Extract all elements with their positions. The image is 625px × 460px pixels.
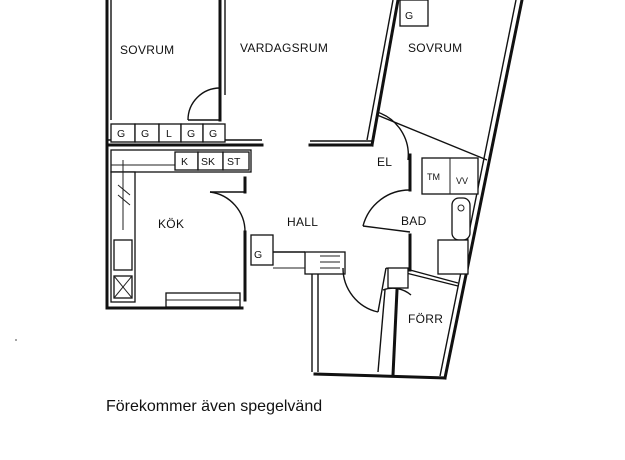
wardrobe-label: L	[166, 128, 172, 140]
wardrobe-row: G G L G G	[110, 123, 226, 143]
room-label-bad: BAD	[401, 214, 427, 228]
bedroom-wardrobe: G	[399, 0, 429, 27]
room-label-sovrum-left: SOVRUM	[120, 43, 174, 57]
room-label-vardagsrum: VARDAGSRUM	[240, 41, 328, 55]
bath-unit-label: TM	[427, 172, 440, 182]
wardrobe-label: G	[141, 128, 149, 140]
bedroom-wardrobe-label: G	[405, 10, 413, 22]
kitchen-unit-label: K	[181, 156, 188, 168]
hall-wardrobe-label: G	[254, 249, 262, 261]
kitchen-fixtures: K SK ST	[110, 149, 252, 308]
floor-plan-drawing: G G L G G K SK ST	[15, 0, 524, 380]
stray-dot	[15, 339, 17, 341]
room-label-forr: FÖRR	[408, 312, 443, 326]
doors	[187, 87, 412, 313]
room-label-sovrum-right: SOVRUM	[408, 41, 462, 55]
room-label-hall: HALL	[287, 215, 318, 229]
bath-fixtures: TM VV	[387, 157, 479, 289]
room-labels: SOVRUM VARDAGSRUM SOVRUM EL KÖK HALL BAD…	[120, 41, 462, 326]
hall-wardrobe: G	[250, 234, 346, 275]
bath-unit-label: VV	[456, 176, 468, 186]
plan-caption: Förekommer även spegelvänd	[106, 398, 323, 415]
kitchen-unit-label: SK	[201, 156, 215, 168]
wardrobe-label: G	[209, 128, 217, 140]
kitchen-unit-label: ST	[227, 156, 241, 168]
wardrobe-label: G	[117, 128, 125, 140]
wardrobe-label: G	[187, 128, 195, 140]
room-label-kok: KÖK	[158, 217, 184, 231]
room-label-el: EL	[377, 155, 392, 169]
